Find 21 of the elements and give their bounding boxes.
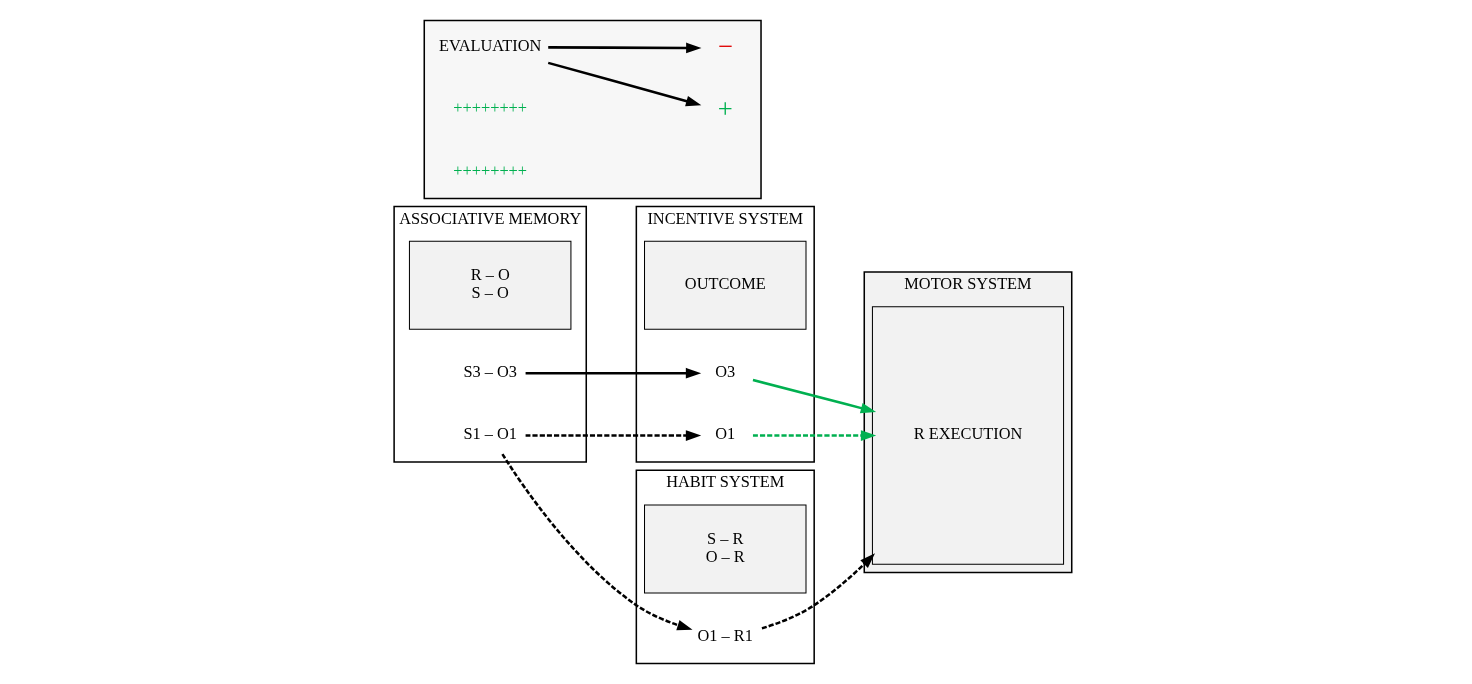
node-text: −: [717, 30, 733, 61]
node-box: S – R O – R: [643, 504, 806, 594]
arrow: [525, 367, 701, 379]
arrow: [752, 430, 876, 441]
arrow: [761, 553, 875, 630]
node-text: O3: [714, 362, 735, 382]
arrow: [752, 378, 876, 414]
node-text: ++++++++: [452, 98, 527, 118]
node-box: R EXECUTION: [871, 306, 1064, 565]
arrow: [547, 61, 701, 107]
node-text: S3 – O3: [462, 362, 517, 382]
node-box: OUTCOME: [643, 240, 806, 330]
node-text: S1 – O1: [462, 424, 517, 444]
arrow: [525, 430, 701, 441]
node-text: +: [717, 93, 733, 124]
arrow: [547, 42, 701, 54]
arrow: [500, 453, 693, 631]
node-box: R – O S – O: [408, 240, 571, 330]
node-text: O1 – R1: [697, 625, 753, 645]
node-text: ++++++++: [452, 160, 527, 180]
node-text: O1: [714, 424, 735, 444]
